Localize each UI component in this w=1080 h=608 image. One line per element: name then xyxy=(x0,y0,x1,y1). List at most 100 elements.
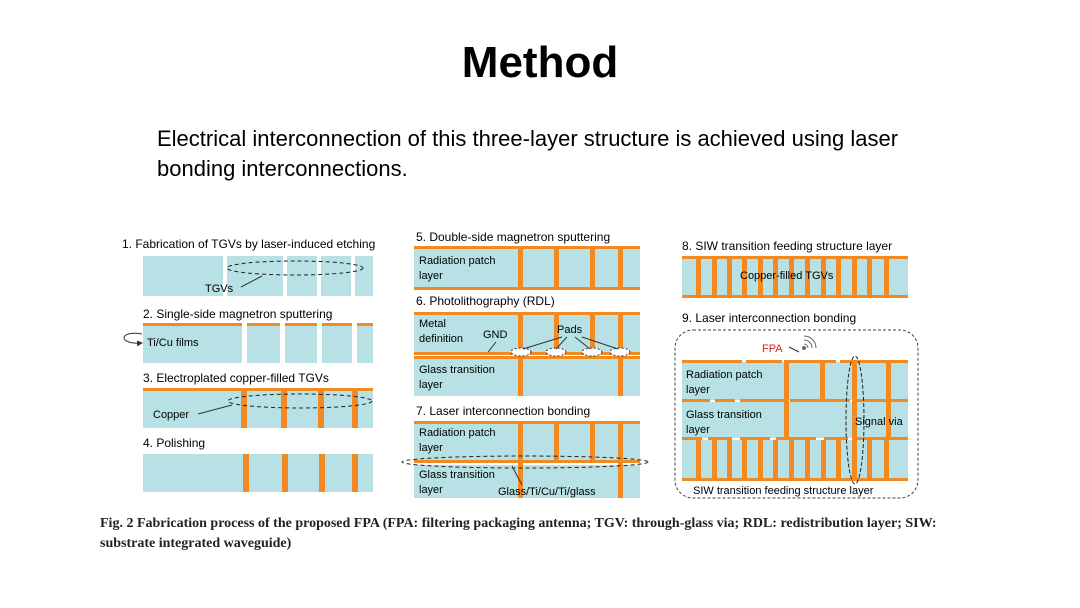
bonding-highlight-ellipse xyxy=(401,455,649,469)
bond-copper-segment xyxy=(715,399,735,402)
final-structure-frame xyxy=(674,329,919,499)
siw-copper-via xyxy=(742,256,747,298)
radiation-patch-label-1-line2: layer xyxy=(419,270,443,282)
pad-ellipses xyxy=(510,347,631,357)
siw-copper-via xyxy=(696,440,701,481)
siw-copper-via xyxy=(821,256,826,298)
bond-copper-segment xyxy=(790,399,850,402)
step-6-label: 6. Photolithography (RDL) xyxy=(416,294,555,308)
glass-transition-label-2-line2: layer xyxy=(419,484,443,496)
metal-definition-label-line2: definition xyxy=(419,333,463,345)
transition-via xyxy=(886,400,891,440)
gnd-label: GND xyxy=(483,329,508,341)
step-8-label: 8. SIW transition feeding structure laye… xyxy=(682,239,892,253)
tgv-highlight-ellipse xyxy=(226,260,364,276)
copper-label: Copper xyxy=(153,409,189,421)
intro-text: Electrical interconnection of this three… xyxy=(157,126,899,181)
radiation-patch-label-3-line2: layer xyxy=(686,384,710,396)
step-1-label: 1. Fabrication of TGVs by laser-induced … xyxy=(122,237,375,251)
patch-copper-segment xyxy=(786,360,836,363)
transition-via xyxy=(784,400,789,440)
tgvs-label: TGVs xyxy=(205,283,234,295)
radiation-patch-label-2-line1: Radiation patch xyxy=(419,427,495,439)
siw-copper-via xyxy=(696,256,701,298)
copper-pointer-line xyxy=(197,404,233,415)
patch-via xyxy=(852,360,857,400)
glass-transition-label-1-line1: Glass transition xyxy=(419,364,495,376)
step-2-label: 2. Single-side magnetron sputtering xyxy=(143,307,332,321)
siw-copper-via xyxy=(884,256,889,298)
signal-via-label: Signal via xyxy=(855,416,904,428)
siw-copper-via xyxy=(805,440,810,481)
copper-filled-tgvs-label: Copper-filled TGVs xyxy=(740,270,834,282)
siw-copper-via xyxy=(789,256,794,298)
signal-via-highlight-ellipse xyxy=(845,355,865,485)
bond-copper-segment xyxy=(824,437,848,440)
glass-transition-label-3-line1: Glass transition xyxy=(686,409,762,421)
pads-pointer-lines xyxy=(522,336,619,350)
final-structure-vias xyxy=(682,360,908,481)
step-3-copper-filled-glass xyxy=(143,388,373,428)
siw-copper-via xyxy=(758,256,763,298)
step-2-sputtered-glass xyxy=(143,323,373,363)
patch-via xyxy=(820,360,825,400)
radiation-patch-label-2-line2: layer xyxy=(419,442,443,454)
copper-highlight-ellipse xyxy=(227,393,373,409)
bond-copper-segment xyxy=(776,437,816,440)
siw-copper-via xyxy=(712,440,717,481)
radiation-patch-label-3-line1: Radiation patch xyxy=(686,369,762,381)
siw-copper-via xyxy=(773,440,778,481)
siw-copper-via xyxy=(742,440,747,481)
glass-transition-label-1-line2: layer xyxy=(419,379,443,391)
bond-copper-segment xyxy=(708,437,732,440)
step-9-label: 9. Laser interconnection bonding xyxy=(682,311,856,325)
glass-transition-label-3-line2: layer xyxy=(686,424,710,436)
siw-copper-via xyxy=(821,440,826,481)
bond-copper-segment xyxy=(682,437,702,440)
fpa-pointer-line xyxy=(788,346,800,353)
gnd-pointer-line xyxy=(487,341,497,353)
siw-copper-via xyxy=(758,440,763,481)
siw-copper-via xyxy=(773,256,778,298)
patch-copper-segment xyxy=(840,360,908,363)
step-7-label: 7. Laser interconnection bonding xyxy=(416,404,590,418)
siw-layer-label: SIW transition feeding structure layer xyxy=(693,485,874,497)
bond-copper-segment xyxy=(852,437,908,440)
glass-ticu-pointer-line xyxy=(511,465,523,486)
glass-ticu-label: Glass/Ti/Cu/Ti/glass xyxy=(498,486,596,498)
step-4-polished-glass xyxy=(143,454,373,492)
sputter-arrow-icon xyxy=(123,332,143,347)
siw-copper-via xyxy=(836,256,841,298)
fpa-label: FPA xyxy=(762,343,783,355)
siw-copper-via xyxy=(712,256,717,298)
glass-transition-label-2-line1: Glass transition xyxy=(419,469,495,481)
slide-title: Method xyxy=(461,38,619,87)
transition-via xyxy=(852,400,857,440)
siw-copper-via xyxy=(789,440,794,481)
figure-caption: Fig. 2 Fabrication process of the propos… xyxy=(100,516,937,551)
patch-via xyxy=(886,360,891,400)
patch-copper-segment xyxy=(682,360,742,363)
radiation-patch-label-1-line1: Radiation patch xyxy=(419,255,495,267)
radiation-wave-icon xyxy=(802,335,817,350)
siw-copper-via xyxy=(836,440,841,481)
step-7-bonded-structure xyxy=(414,421,640,498)
siw-via-group-1 xyxy=(696,256,889,298)
siw-bottom-copper xyxy=(682,478,908,481)
pads-label: Pads xyxy=(557,324,583,336)
patch-via xyxy=(784,360,789,400)
patch-copper-segment xyxy=(746,360,782,363)
metal-definition-label-line1: Metal xyxy=(419,318,446,330)
step-5-label: 5. Double-side magnetron sputtering xyxy=(416,230,610,244)
siw-copper-via xyxy=(867,440,872,481)
bond-copper-segment xyxy=(682,399,710,402)
bond-copper-segment xyxy=(740,399,785,402)
ticu-films-label: Ti/Cu films xyxy=(147,337,199,349)
siw-copper-via xyxy=(852,440,857,481)
bond-copper-segment xyxy=(855,399,908,402)
siw-copper-via xyxy=(852,256,857,298)
siw-copper-via xyxy=(727,256,732,298)
step-4-label: 4. Polishing xyxy=(143,436,205,450)
siw-copper-via xyxy=(727,440,732,481)
